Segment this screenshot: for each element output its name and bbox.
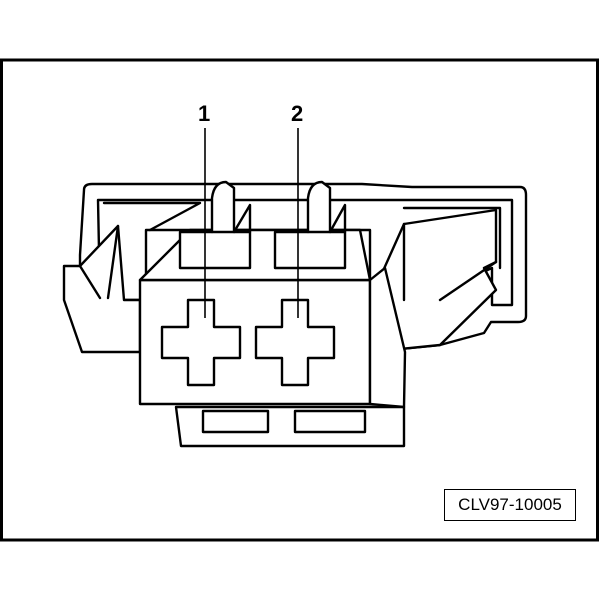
figure-code-label: CLV97-10005 [444, 489, 576, 521]
bottom-latch-slot-left [201, 409, 270, 434]
front-housing-side [368, 266, 407, 409]
callout-1: 1 [198, 101, 211, 126]
left-latch-arm-inner [78, 224, 120, 300]
terminal-cavity-1 [160, 298, 242, 387]
bottom-latch-slot-right [293, 409, 367, 434]
figure-border [0, 58, 599, 542]
terminal-cavity-2 [254, 298, 336, 387]
locking-tab-1-side [210, 203, 252, 234]
rear-housing-edge [102, 201, 502, 270]
callout-2: 2 [291, 101, 304, 126]
right-latch-arm-inner [402, 222, 498, 302]
locking-tab-2-side [306, 203, 347, 234]
